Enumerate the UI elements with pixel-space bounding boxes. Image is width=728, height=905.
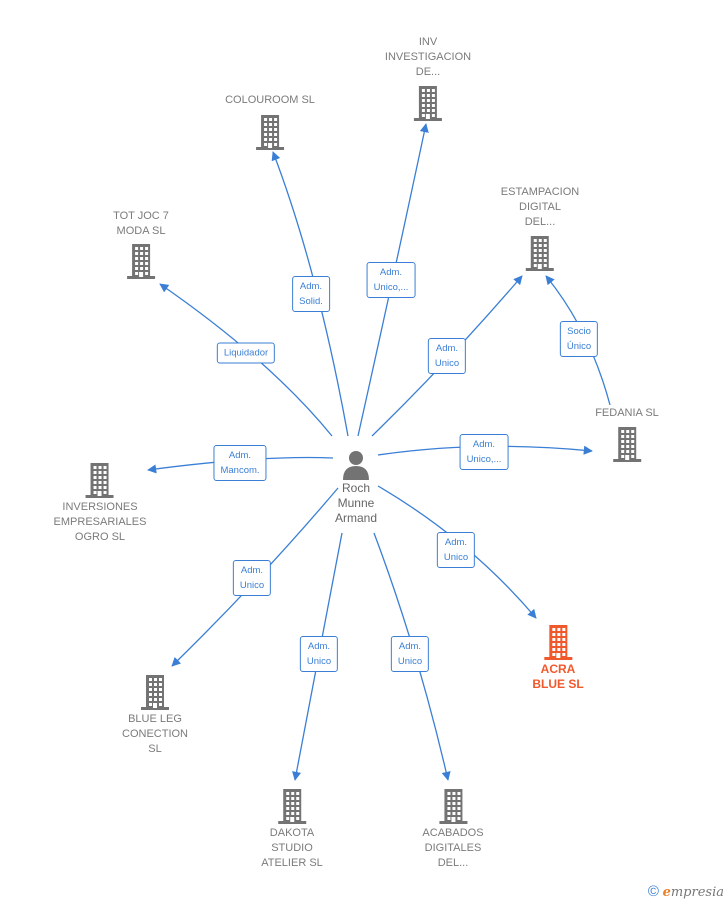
company-label: COLOUROOM SL <box>225 94 315 106</box>
building-icon <box>438 789 467 824</box>
company-label: ACABADOS DIGITALES DEL... <box>422 827 484 869</box>
company-node-estampacion[interactable]: ESTAMPACION DIGITAL DEL... <box>501 185 579 273</box>
company-node-dakota[interactable]: DAKOTA STUDIO ATELIER SL <box>261 788 323 871</box>
relation-label-inversiones[interactable]: Adm. Mancom. <box>213 445 267 481</box>
relation-label-colouroom[interactable]: Adm. Solid. <box>292 276 330 312</box>
company-node-totjoc[interactable]: TOT JOC 7 MODA SL <box>113 209 169 281</box>
company-label: BLUE LEG CONECTION SL <box>122 713 188 755</box>
company-node-fedania[interactable]: FEDANIA SL <box>595 406 659 464</box>
company-node-inv[interactable]: INV INVESTIGACION DE... <box>385 35 471 123</box>
person-name: Roch Munne Armand <box>334 481 378 525</box>
brand-name: mpresia <box>670 885 724 900</box>
building-icon <box>414 86 442 121</box>
person-node[interactable]: Roch Munne Armand <box>335 449 377 526</box>
brand-initial: e <box>662 885 671 900</box>
company-label: INV INVESTIGACION DE... <box>384 36 472 78</box>
relation-label-blueleg[interactable]: Adm. Unico <box>232 560 272 596</box>
company-node-blueleg[interactable]: BLUE LEG CONECTION SL <box>122 674 188 757</box>
relation-label-totjoc[interactable]: Liquidador <box>216 342 276 364</box>
building-icon <box>612 427 641 462</box>
company-label: FEDANIA SL <box>595 407 659 419</box>
relation-label-socio[interactable]: Socio Único <box>559 321 599 357</box>
building-icon <box>277 789 306 824</box>
relation-label-fedania[interactable]: Adm. Unico,... <box>459 434 509 470</box>
relation-label-acra[interactable]: Adm. Unico <box>436 532 476 568</box>
company-node-acra[interactable]: ACRA BLUE SL <box>532 624 584 692</box>
copyright-icon: © <box>647 883 659 900</box>
company-label: ESTAMPACION DIGITAL DEL... <box>500 186 580 228</box>
building-icon <box>141 675 169 710</box>
building-icon <box>544 625 572 660</box>
relation-label-inv[interactable]: Adm. Unico,... <box>366 262 416 298</box>
company-node-colouroom[interactable]: COLOUROOM SL <box>225 93 315 152</box>
building-icon <box>126 244 155 279</box>
building-icon <box>255 115 284 150</box>
company-label: ACRA BLUE SL <box>532 662 584 691</box>
company-label: DAKOTA STUDIO ATELIER SL <box>261 827 323 869</box>
company-node-acabados[interactable]: ACABADOS DIGITALES DEL... <box>422 788 484 871</box>
brand-logo: © empresia <box>648 883 724 900</box>
company-node-inversiones[interactable]: INVERSIONES EMPRESARIALES OGRO SL <box>53 462 147 545</box>
relation-label-estampacion[interactable]: Adm. Unico <box>427 338 467 374</box>
relation-label-dakota[interactable]: Adm. Unico <box>299 636 339 672</box>
company-label: INVERSIONES EMPRESARIALES OGRO SL <box>53 501 147 543</box>
person-icon <box>343 451 369 480</box>
relation-label-acabados[interactable]: Adm. Unico <box>390 636 430 672</box>
building-icon <box>85 463 114 498</box>
building-icon <box>526 236 554 271</box>
company-label: TOT JOC 7 MODA SL <box>113 210 169 237</box>
